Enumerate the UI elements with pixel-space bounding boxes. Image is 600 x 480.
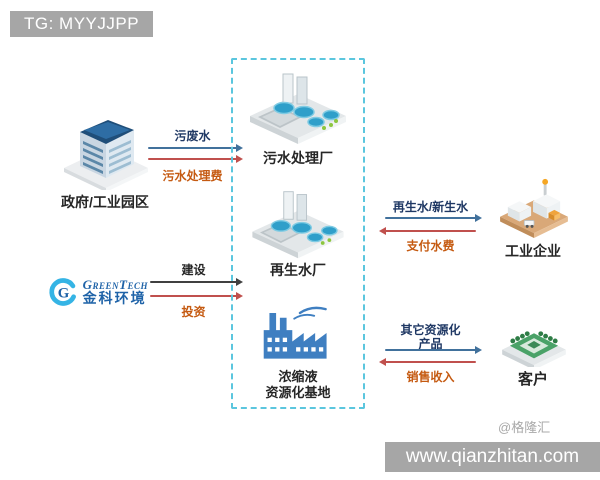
government-building-icon [64,120,148,190]
reclaimed-water-label: 再生水/新生水 [392,200,469,214]
customer-label: 客户 [517,371,548,388]
sewage-fee-label: 污水处理费 [162,169,223,183]
customer-building-icon [502,331,566,367]
industrial-label: 工业企业 [505,243,561,259]
construction-arrow [150,278,243,286]
logo-brand: GreenTech [82,276,148,292]
reclaimed-plant-label: 再生水厂 [270,262,326,278]
site-banner: www.qianzhitan.com [385,442,600,472]
other-products-arrow [385,346,482,354]
government-label: 政府/工业园区 [61,194,149,210]
logo-company: 金科环境 [82,290,147,307]
concentrate-base-icon [263,306,327,359]
reclaimed-plant-icon [252,191,344,259]
industrial-building-icon [500,178,568,238]
sewage-plant-label: 污水处理厂 [263,150,333,166]
concentrate-base-label-line1: 浓缩液 [278,369,318,384]
svg-text:G: G [58,285,70,301]
water-fee-label: 支付水费 [406,239,455,253]
reclaimed-water-arrow [385,214,482,222]
gelonghui-watermark: @格隆汇 [498,420,551,435]
other-products-label-line1: 其它资源化 [400,323,461,337]
sewage-plant-icon [250,73,346,144]
telegram-badge: TG: MYYJJPP [10,11,154,37]
wastewater-label: 污废水 [174,129,211,143]
other-products-label-line2: 产品 [418,337,443,351]
logo-g-icon: G [49,278,76,306]
wastewater-arrow [148,144,243,152]
concentrate-base-label-line2: 资源化基地 [265,385,331,400]
investment-arrow [150,292,243,300]
site-url: www.qianzhitan.com [405,446,580,467]
sales-revenue-arrow [379,358,476,366]
core-assets-box [231,58,365,409]
sales-revenue-label: 销售收入 [406,370,455,384]
construction-label: 建设 [181,263,206,277]
sewage-fee-arrow [148,155,243,163]
water-fee-arrow [379,227,476,235]
logo-text: GreenTech 金科环境 [83,278,148,306]
greentech-logo: G GreenTech 金科环境 [48,268,148,316]
investment-label: 投资 [181,305,206,319]
